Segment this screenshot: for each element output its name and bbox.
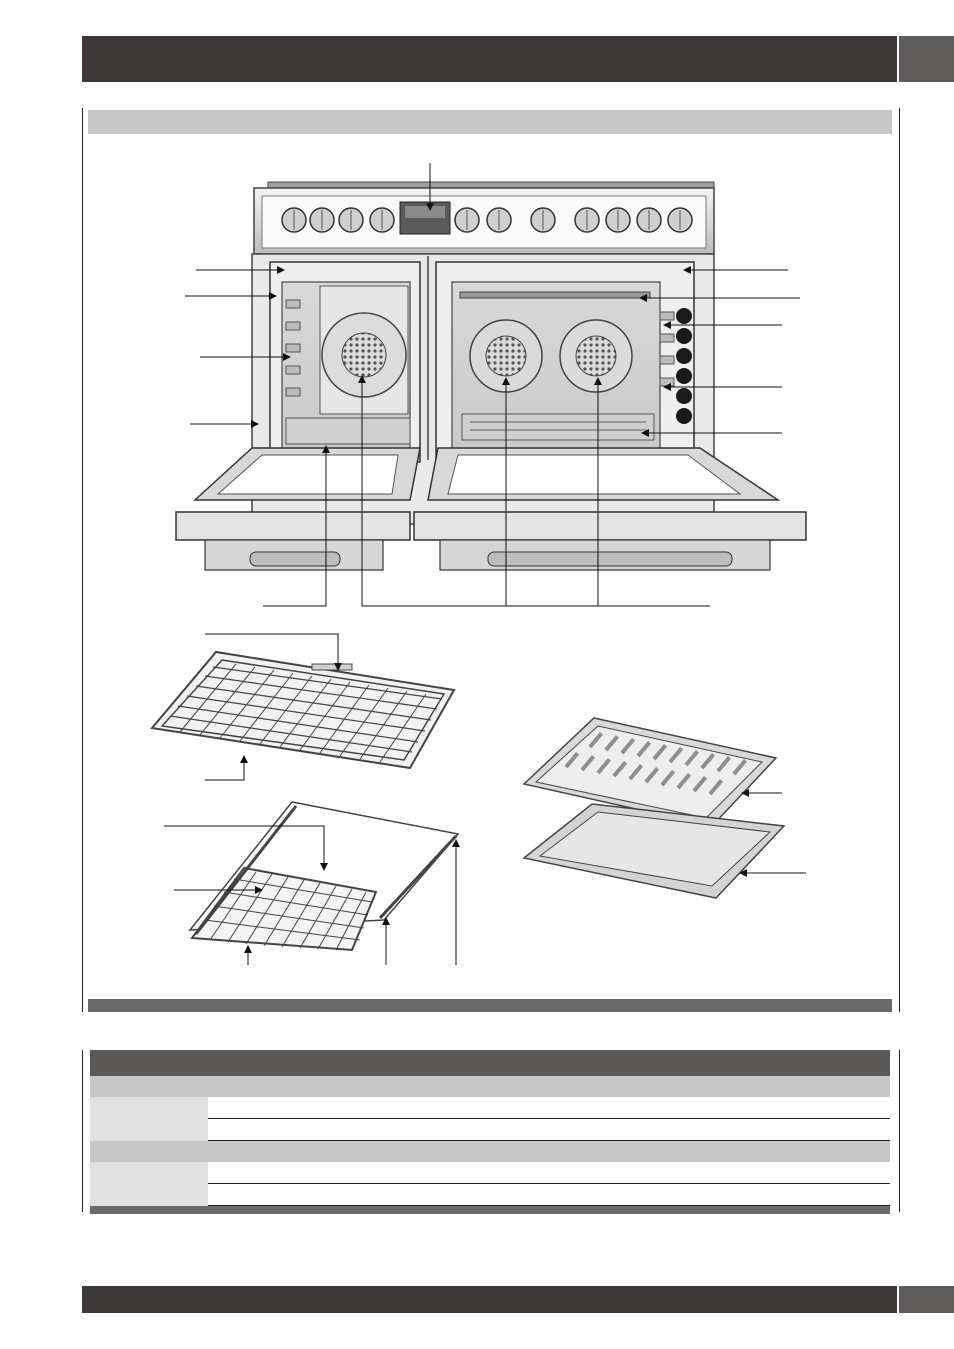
column-header [208,1076,549,1097]
page-header-tab [899,36,954,82]
figure-section-frame [82,108,900,1012]
control-knobs [281,207,693,233]
table-row [90,1118,890,1141]
page-number-tab [899,1286,954,1313]
wire-rack-callouts [205,633,342,781]
table-group-row [90,1140,890,1162]
telescopic-rack-callouts [164,825,460,965]
figure-section-heading [88,110,892,134]
column-header [90,1076,208,1097]
table-row [90,1097,890,1119]
page-header-bar [82,36,897,82]
telescopic-rack [188,801,460,952]
page-footer-bar [82,1286,897,1313]
table-row [90,1162,890,1184]
table-bottom-bar [90,1205,890,1214]
table-header-row [90,1076,890,1097]
table-row [90,1183,890,1206]
broiler-callouts [739,789,806,877]
rack-position-markers [676,308,692,424]
figure-section-bottom-bar [88,999,892,1012]
specification-table [90,1050,890,1214]
wire-rack [150,650,456,770]
broiler-pan [522,803,786,899]
range-callouts [185,163,800,607]
broiler-pan-insert [522,717,778,827]
table-section-frame [82,1050,900,1212]
table-title-row [90,1050,890,1076]
range-front-view [175,181,807,571]
column-header [549,1076,890,1097]
